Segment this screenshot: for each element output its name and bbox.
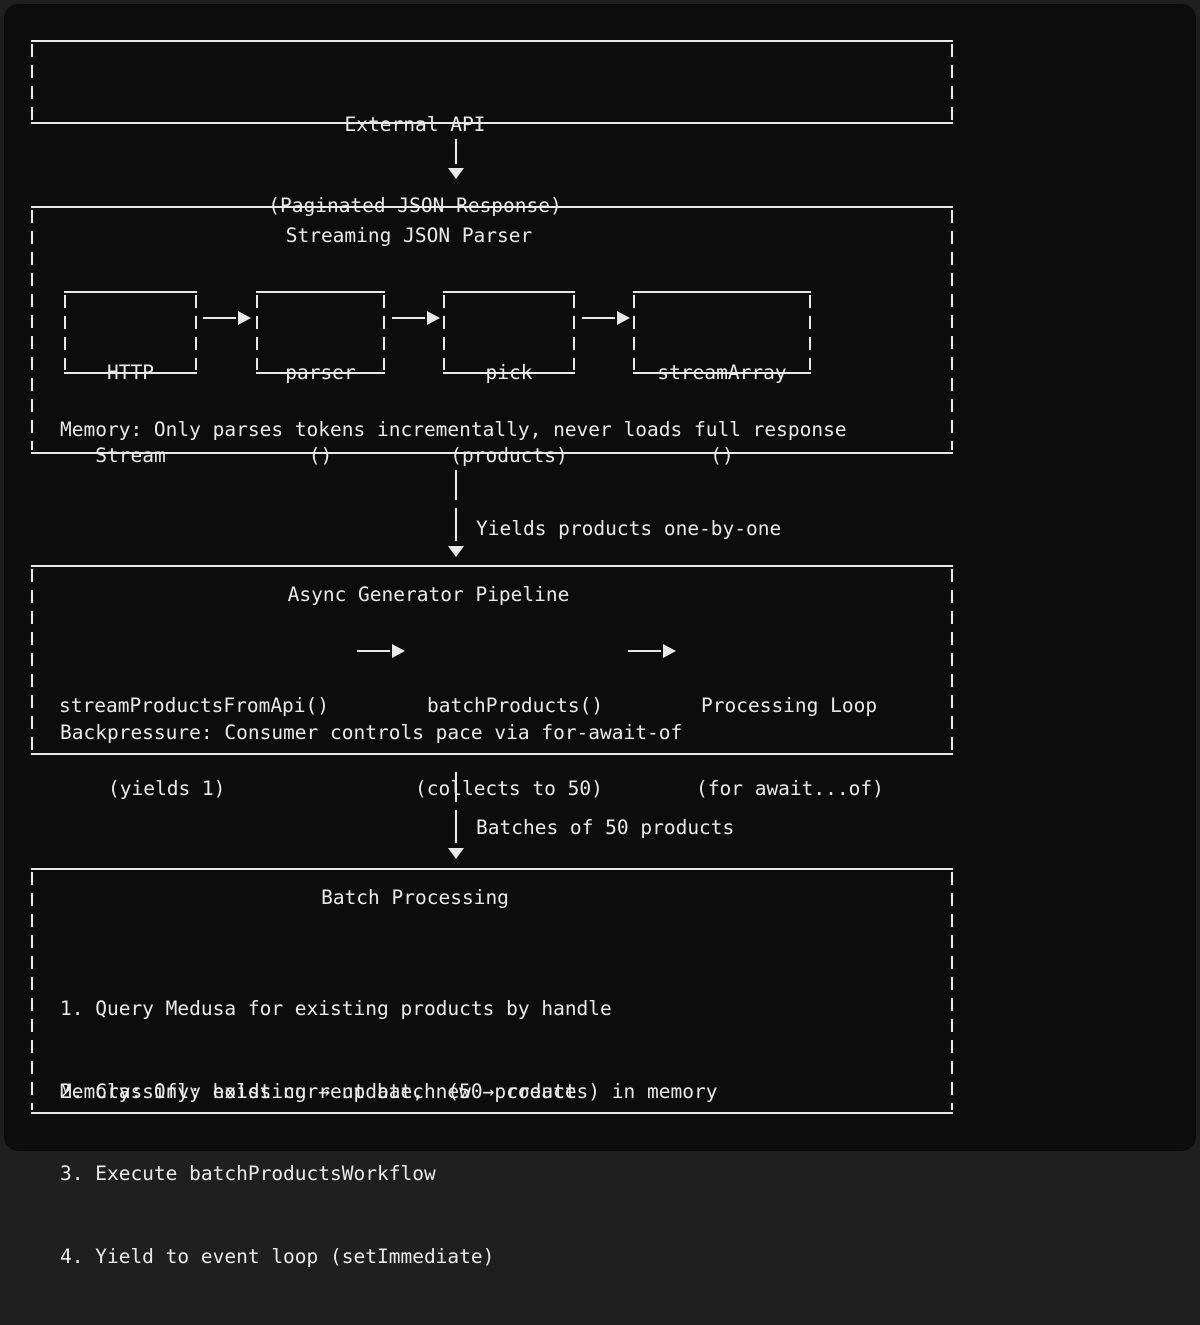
flow-line — [455, 139, 457, 164]
arrow-right-icon — [357, 644, 405, 658]
batch-step-4: 4. Yield to event loop (setImmediate) — [60, 1244, 495, 1268]
external-api-box: External API (Paginated JSON Response) — [31, 40, 953, 217]
connector-label-batches: Batches of 50 products — [476, 816, 735, 839]
batch-processing-title: Batch Processing — [321, 886, 509, 909]
arrow-right-icon — [392, 311, 440, 325]
pick-products-node-line2: (products) — [450, 443, 568, 467]
pipeline-stage-batch-detail: (collects to 50) — [415, 776, 603, 800]
parser-memory-note: Memory: Only parses tokens incrementally… — [60, 418, 847, 441]
batch-step-2: 2. Classify: existing → update, new → cr… — [60, 1079, 577, 1103]
external-api-title-block: External API (Paginated JSON Response) — [31, 42, 953, 273]
arrowhead-down-icon — [448, 848, 464, 859]
arrowhead-down-icon — [448, 546, 464, 557]
batch-step-3: 3. Execute batchProductsWorkflow — [60, 1162, 436, 1185]
flow-line — [455, 470, 457, 500]
pick-products-node-line1: pick — [485, 361, 533, 384]
batch-memory-note: Memory: Only holds current batch (50 pro… — [60, 1080, 718, 1103]
batch-steps-list: 1. Query Medusa for existing products by… — [60, 940, 612, 1325]
arrowhead-down-icon — [448, 168, 464, 179]
pipeline-stage-stream: streamProductsFromApi() (yields 1) — [59, 637, 329, 857]
flow-line — [455, 772, 457, 802]
pipeline-stage-loop: Processing Loop (for await...of) — [696, 637, 884, 857]
external-api-subtitle: (Paginated JSON Response) — [268, 194, 562, 217]
stream-array-node: streamArray () — [633, 291, 811, 467]
pipeline-stage-stream-name: streamProductsFromApi() — [59, 694, 330, 717]
arrow-right-icon — [628, 644, 676, 658]
pipeline-stage-loop-detail: (for await...of) — [696, 776, 884, 800]
stream-array-node-line1: streamArray — [657, 361, 787, 384]
streaming-json-parser-title: Streaming JSON Parser — [285, 224, 533, 247]
arrow-right-icon — [203, 311, 251, 325]
external-api-title: External API — [344, 113, 486, 136]
http-stream-node-line1: HTTP — [107, 361, 154, 384]
arrow-right-icon — [582, 311, 630, 325]
http-stream-node: HTTP Stream — [64, 291, 197, 467]
pipeline-stage-batch-name: batchProducts() — [427, 694, 604, 717]
ascii-architecture-diagram: External API (Paginated JSON Response) S… — [31, 40, 953, 1268]
flow-line — [455, 508, 457, 541]
http-stream-node-line2: Stream — [95, 443, 166, 467]
pipeline-stage-stream-detail: (yields 1) — [108, 776, 226, 800]
connector-label-yields: Yields products one-by-one — [476, 517, 782, 540]
batch-step-1: 1. Query Medusa for existing products by… — [60, 997, 612, 1020]
async-generator-pipeline-box: Async Generator Pipeline streamProductsF… — [31, 565, 953, 800]
terminal-panel — [4, 4, 1196, 1151]
pipeline-stage-loop-name: Processing Loop — [701, 694, 878, 717]
pick-products-node: pick (products) — [443, 291, 575, 467]
parser-node-line1: parser — [285, 361, 356, 384]
flow-line — [455, 810, 457, 843]
pipeline-backpressure-note: Backpressure: Consumer controls pace via… — [60, 721, 683, 744]
parser-node: parser () — [256, 291, 385, 467]
parser-node-line2: () — [308, 443, 333, 467]
stream-array-node-line2: () — [710, 443, 734, 467]
pipeline-stage-batch: batchProducts() (collects to 50) — [415, 637, 604, 857]
batch-processing-box: Batch Processing 1. Query Medusa for exi… — [31, 868, 953, 1268]
streaming-json-parser-box: Streaming JSON Parser HTTP Stream parser… — [31, 206, 953, 467]
async-generator-pipeline-title: Async Generator Pipeline — [287, 583, 570, 606]
